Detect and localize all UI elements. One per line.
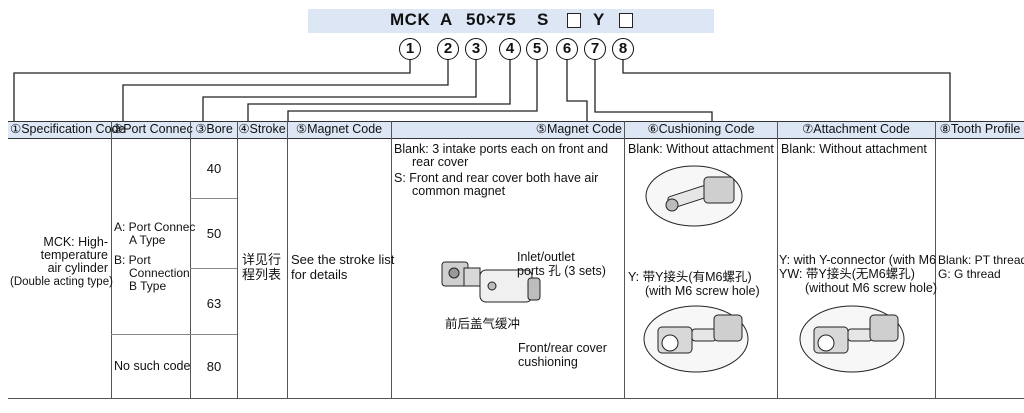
marker-4: 4	[499, 38, 521, 60]
grid-line	[237, 121, 238, 399]
tooth-blank: Blank: PT thread	[938, 253, 1024, 267]
header-port: ②Port Connec	[112, 122, 193, 136]
stroke-en-2: for details	[291, 267, 348, 282]
header-attach: ⑦Attachment Code	[802, 122, 910, 136]
marker-2: 2	[437, 38, 459, 60]
magnet-front-1: Front/rear cover	[518, 341, 607, 355]
table-bottom-line	[8, 398, 1024, 399]
header-spec: ①Specification Code	[10, 122, 126, 136]
code-placeholder-cushion	[567, 13, 581, 28]
attach-yw-2: (without M6 screw hole)	[805, 281, 937, 295]
grid-line	[935, 121, 936, 399]
magnet-front-2: cushioning	[518, 355, 578, 369]
cushion-y-2: (with M6 screw hole)	[645, 284, 760, 298]
marker-7: 7	[584, 38, 606, 60]
port-b-connection: Connection	[129, 266, 190, 280]
header-tooth: ⑧Tooth Profile	[939, 122, 1021, 136]
magnet-inlet-2: ports 孔 (3 sets)	[517, 264, 606, 278]
attach-blank: Blank: Without attachment	[781, 142, 927, 156]
magnet-blank-2: rear cover	[412, 155, 469, 169]
cylinder-illustration	[441, 261, 541, 303]
y-connector-no-hole-illustration	[799, 305, 905, 373]
spec-text-3: air cylinder	[47, 261, 108, 275]
code-part-bore-stroke: 50×75	[466, 10, 517, 29]
port-none: No such code	[114, 359, 191, 373]
code-part-attach: Y	[593, 10, 605, 29]
rod-end-illustration-plain	[645, 165, 743, 227]
magnet-s-1: S: Front and rear cover both have air	[394, 171, 599, 185]
cushion-blank: Blank: Without attachment	[628, 142, 774, 156]
attach-yw-1: YW: 带Y接头(无M6螺孔)	[779, 267, 915, 281]
bore-row-divider	[190, 198, 237, 199]
grid-line	[624, 121, 625, 399]
spec-text-4: (Double acting type)	[10, 276, 113, 288]
bore-row-divider	[190, 268, 237, 269]
grid-line	[391, 121, 392, 399]
marker-5: 5	[526, 38, 548, 60]
code-part-magnet: S	[537, 10, 549, 29]
header-magnet-a: ⑤Magnet Code	[295, 122, 383, 136]
marker-1: 1	[399, 38, 421, 60]
grid-line	[190, 121, 191, 399]
bore-80: 80	[206, 359, 222, 374]
grid-line	[777, 121, 778, 399]
bore-50: 50	[206, 226, 222, 241]
header-magnet-b: ⑤Magnet Code	[535, 122, 622, 136]
code-part-mck: MCK	[390, 10, 431, 29]
grid-line	[287, 121, 288, 399]
table-header-row	[8, 121, 1024, 139]
bore-40: 40	[206, 161, 222, 176]
stroke-cn-1: 详见行	[242, 252, 282, 267]
code-placeholder-tooth	[619, 13, 633, 28]
magnet-inlet-1: Inlet/outlet	[517, 250, 575, 264]
header-stroke: ④Stroke	[238, 122, 286, 136]
header-bore: ③Bore	[195, 122, 233, 136]
port-a-type: A Type	[129, 233, 166, 247]
stroke-en-1: See the stroke list	[291, 252, 395, 267]
marker-3: 3	[465, 38, 487, 60]
magnet-cn-label: 前后盖气缓冲	[445, 317, 521, 331]
magnet-s-2: common magnet	[412, 184, 506, 198]
marker-6: 6	[556, 38, 578, 60]
attach-y: Y: with Y-connector (with M6	[779, 253, 937, 267]
marker-8: 8	[612, 38, 634, 60]
port-b-label: B: Port	[114, 253, 151, 267]
grid-line	[111, 121, 112, 399]
cushion-y-1: Y: 带Y接头(有M6螺孔)	[628, 270, 752, 284]
magnet-blank-1: Blank: 3 intake ports each on front and	[394, 142, 609, 156]
tooth-g: G: G thread	[938, 267, 1001, 281]
bore-63: 63	[206, 296, 222, 311]
port-row-divider	[111, 334, 237, 335]
port-a-label: A: Port Connec	[114, 220, 196, 234]
stroke-cn-2: 程列表	[242, 267, 282, 282]
y-connector-illustration	[643, 305, 749, 373]
spec-text-1: MCK: High-	[43, 235, 108, 249]
code-part-port: A	[440, 10, 453, 29]
leader-lines	[13, 60, 951, 121]
port-b-type: B Type	[129, 279, 167, 293]
spec-text-2: temperature	[40, 248, 108, 262]
model-code-bar: MCK A 50×75 S Y	[308, 9, 714, 33]
header-cushion: ⑥Cushioning Code	[647, 122, 755, 136]
